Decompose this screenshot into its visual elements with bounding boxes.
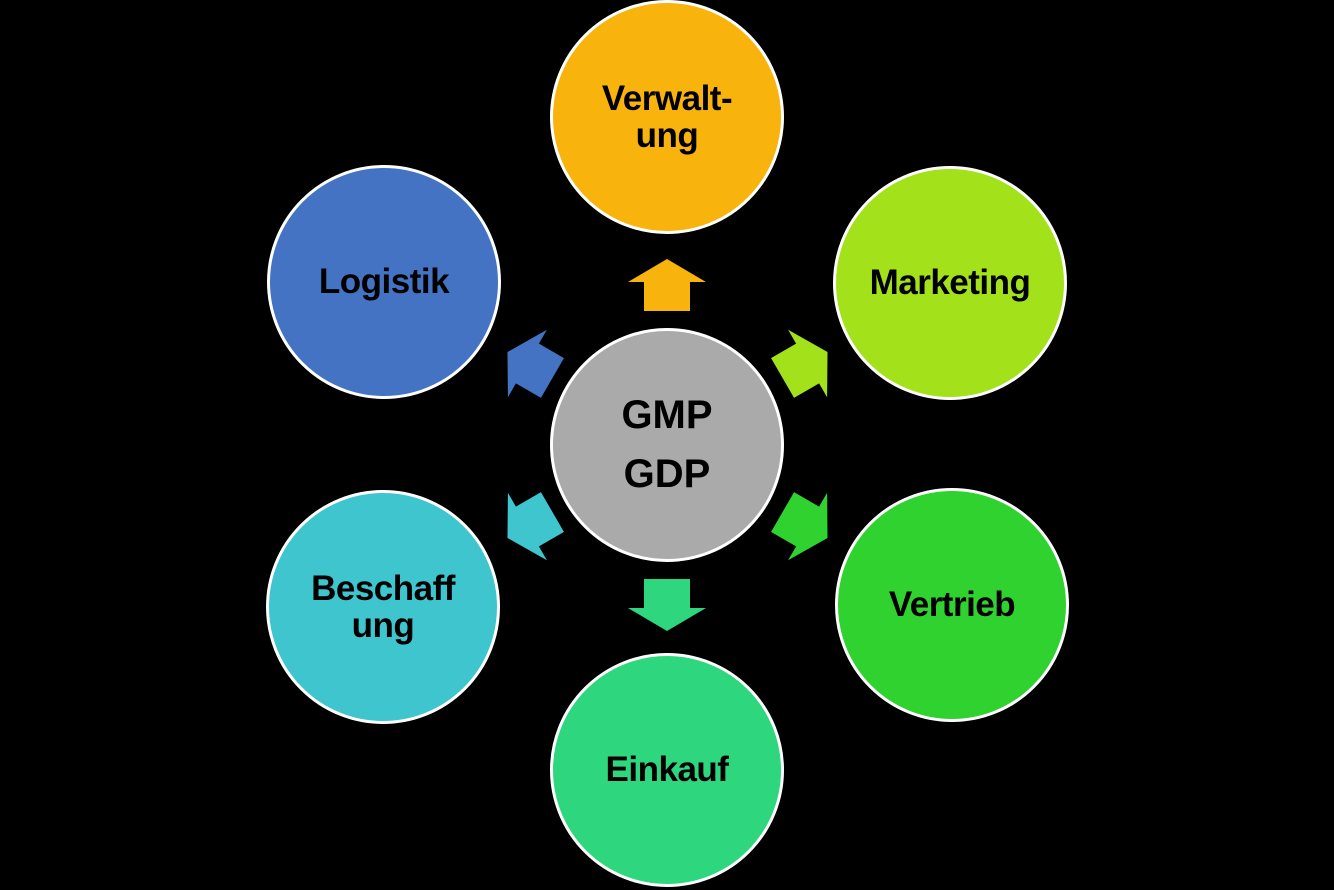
node-vertrieb-label: Vertrieb [888, 585, 1016, 625]
arrow-down-shape [628, 579, 706, 631]
node-einkauf: Einkauf [550, 653, 784, 887]
node-beschaffung: Beschaff ung [266, 490, 500, 724]
node-beschaffung-label-line1: Beschaff [311, 568, 455, 608]
connector-arrow-vertrieb [770, 492, 828, 561]
center-node-label-line2: GDP [623, 452, 711, 496]
node-vertrieb: Vertrieb [835, 488, 1069, 722]
connector-arrow-verwaltung [628, 259, 706, 311]
connector-arrow-logistik [507, 329, 565, 398]
arrow-up-shape [628, 259, 706, 311]
connector-arrow-beschaffung [507, 492, 565, 561]
connector-arrow-einkauf [628, 579, 706, 631]
node-beschaffung-label-line2: ung [351, 606, 415, 645]
node-verwaltung-label-line2: ung [635, 116, 699, 155]
arrow-down-left-shape [507, 492, 565, 561]
node-logistik: Logistik [267, 165, 501, 399]
center-node-gmp-gdp: GMP GDP [550, 328, 784, 562]
node-verwaltung-label-line1: Verwalt- [601, 78, 733, 118]
arrow-up-right-shape [770, 329, 828, 398]
node-logistik-label: Logistik [318, 262, 450, 302]
node-einkauf-label: Einkauf [605, 750, 729, 790]
node-marketing-label: Marketing [869, 263, 1031, 303]
center-node-label-line1: GMP [621, 392, 713, 437]
arrow-down-right-shape [770, 492, 828, 561]
arrow-up-left-shape [507, 329, 565, 398]
node-marketing: Marketing [833, 166, 1067, 400]
node-verwaltung: Verwalt- ung [550, 0, 784, 234]
connector-arrow-marketing [770, 329, 828, 398]
